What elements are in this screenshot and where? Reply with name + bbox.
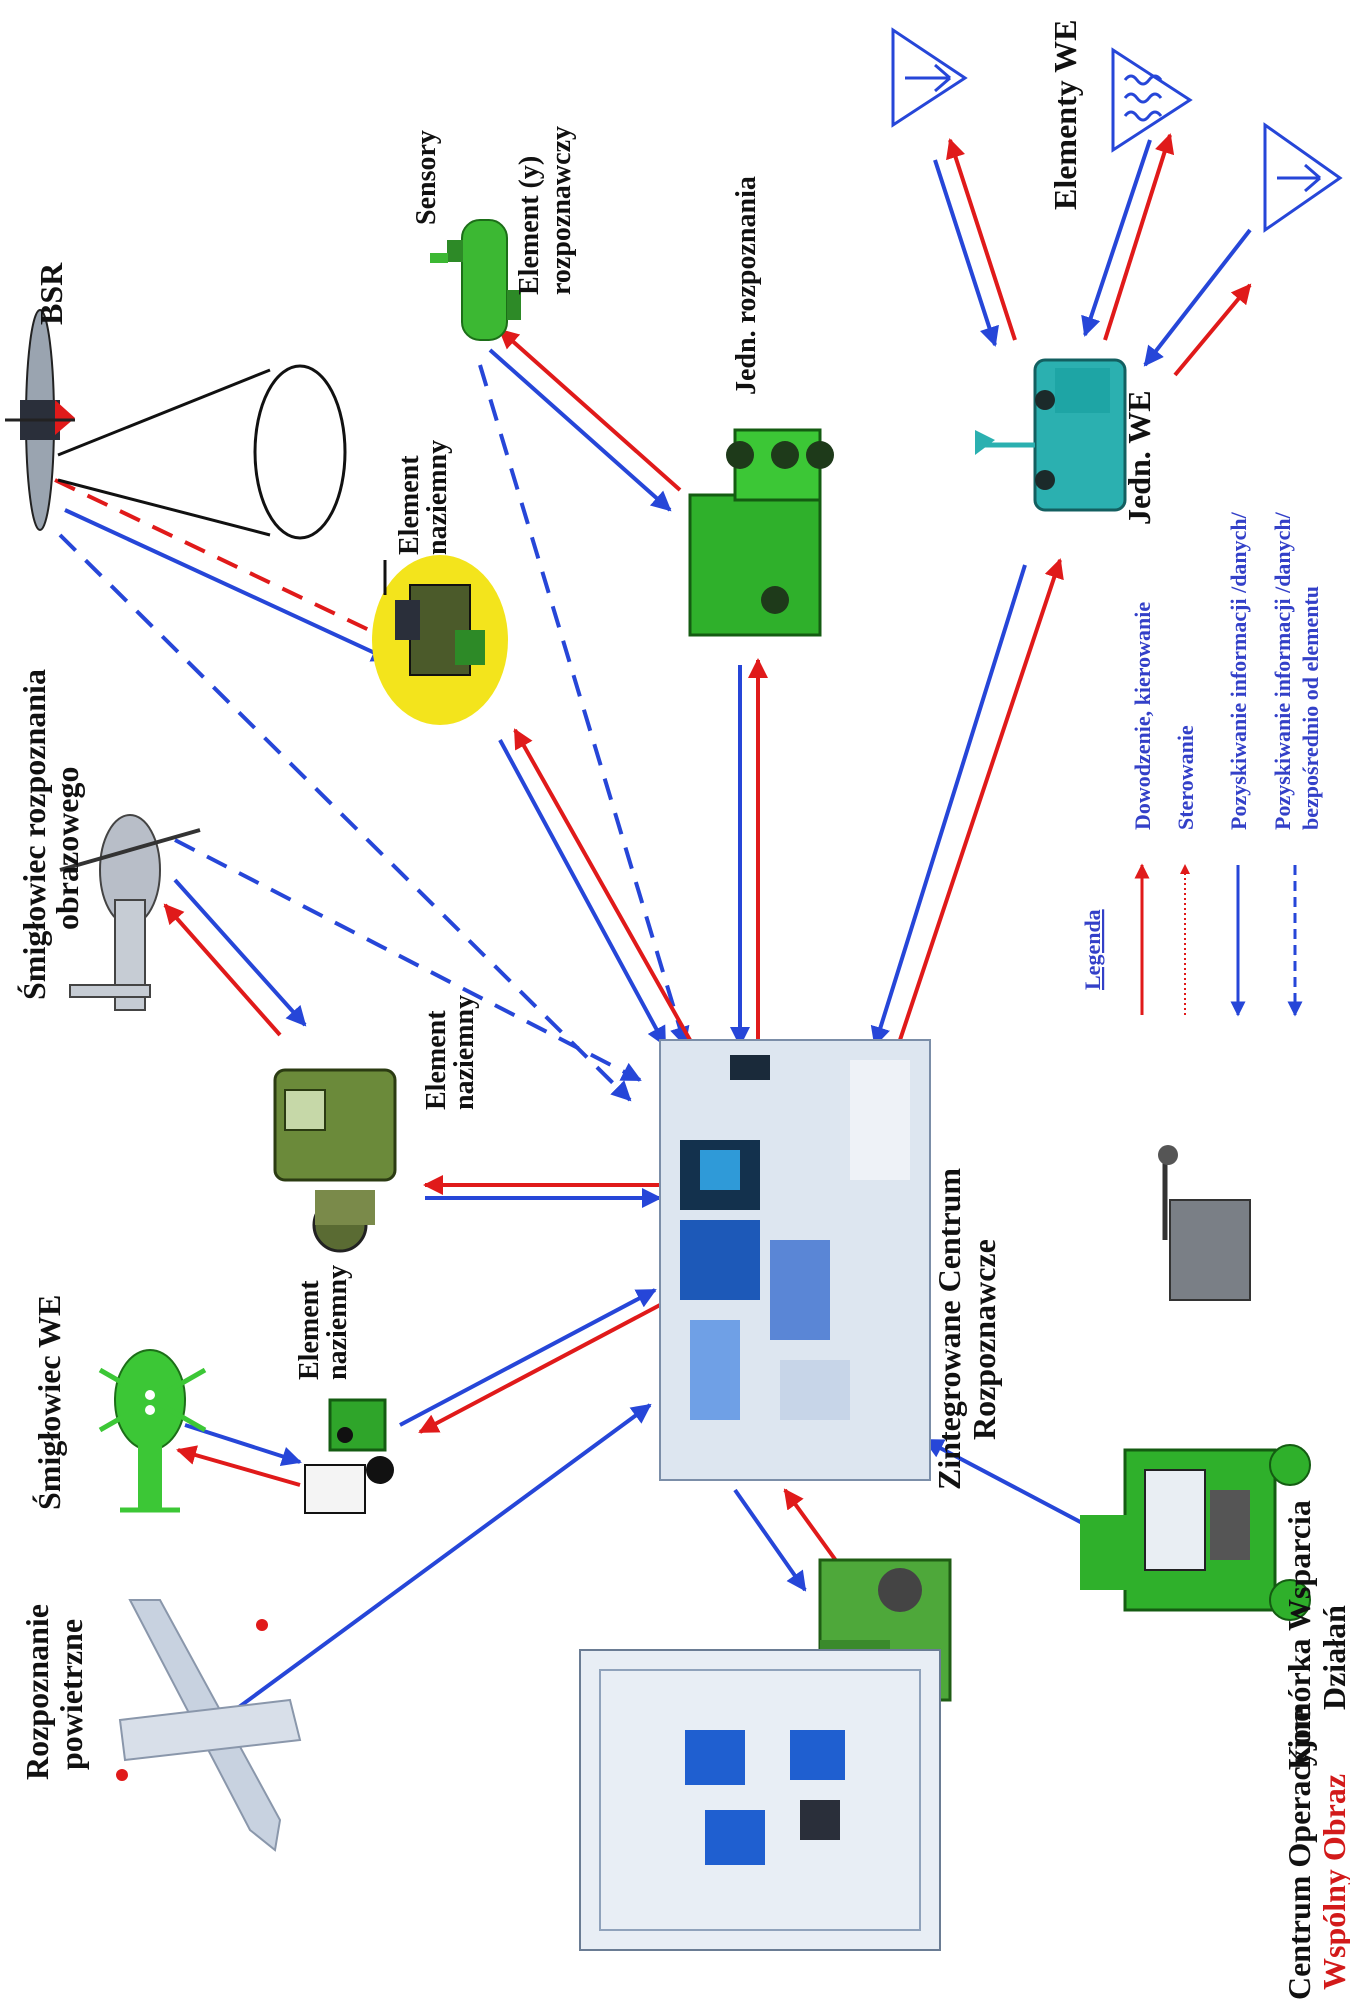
arrow-we-el3-blue (1143, 228, 1252, 367)
legend-item-4-line2: bezpośrednio od elementu (1298, 586, 1323, 830)
arrow-we-el3-red (1173, 283, 1252, 377)
label-ground-c-2: naziemny (322, 1265, 353, 1380)
label-we-elements: Elementy WE (1047, 19, 1083, 210)
arrow-we-el2-blue (1081, 139, 1152, 337)
arrow-heli-ground-blue (173, 878, 307, 1027)
label-ground-c-1: Element (294, 1280, 325, 1380)
ground-element-small-icon (304, 1398, 394, 1514)
arrow-ground-center-blue (498, 739, 667, 1047)
arrow-bsr-ground-blue (64, 508, 392, 662)
label-center-1: Zintegrowane Centrum (931, 1168, 967, 1490)
support-cell-icon (1080, 1145, 1311, 1621)
arrow-heli-ground-red (163, 903, 282, 1037)
label-operations-center-1: Centrum Operacyjne (1281, 1708, 1317, 2000)
recon-unit-truck-icon (688, 428, 834, 637)
arrow-co-center-blue (733, 1488, 807, 1592)
we-elements-icons (891, 27, 1343, 233)
label-heli-recon-2: obrazowego (49, 766, 85, 930)
diagram-labels: BSR Sensory Element (y) rozpoznawczy Jed… (16, 19, 1350, 2000)
recon-aircraft-icon (116, 1599, 302, 1852)
arrow-heli-center (174, 838, 642, 1082)
arrow-sensor-center (478, 364, 690, 1047)
label-recon-unit: Jedn. rozpoznania (731, 176, 762, 395)
legend: Legenda Dowodzenie, kierowanie Sterowani… (1080, 511, 1323, 1017)
arrow-ground-center-red (513, 728, 692, 1041)
legend-title: Legenda (1080, 909, 1105, 990)
arrow-bsr-center (58, 533, 632, 1102)
arrow-ground3-center-red (418, 1303, 661, 1434)
arrow-we-el2-red (1103, 133, 1175, 341)
arrow-ground3-hwe-red (176, 1445, 301, 1487)
arrow-bsr-ground-red (54, 478, 391, 642)
legend-item-1: Dowodzenie, kierowanie (1130, 602, 1155, 830)
we-element-triangle-1-icon (891, 27, 968, 128)
label-ground-b-1: Element (421, 1010, 452, 1110)
we-element-triangle-2-icon (1111, 47, 1193, 153)
label-center-2: Rozpoznawcze (966, 1239, 1002, 1440)
arrow-ground3-center-blue (399, 1288, 657, 1427)
label-ground-b-2: naziemny (449, 995, 480, 1110)
ground-element-highlighted-icon (372, 555, 508, 725)
label-support-cell-2: Działań (1316, 1605, 1350, 1710)
integrated-center-room-icon (659, 1039, 931, 1481)
we-unit-vehicle-icon (975, 358, 1127, 512)
we-element-triangle-3-icon (1263, 122, 1343, 233)
label-air-recon-2: powietrzne (53, 1619, 89, 1770)
arrow-we-el1-red (946, 138, 1017, 341)
ground-element-jeep-icon (273, 1068, 397, 1253)
bsr-aircraft-icon (5, 309, 75, 531)
legend-item-2: Sterowanie (1173, 725, 1198, 830)
connection-arrows (54, 133, 1252, 1712)
legend-item-4: Pozyskiwanie informacji /danych/ (1270, 511, 1295, 830)
sensor-cone (57, 364, 347, 540)
label-element-rozp-2: rozpoznawczy (546, 126, 577, 295)
arrow-air-center (233, 1403, 652, 1712)
arrow-sensor-recon-red (498, 328, 682, 492)
we-helicopter-icon (98, 1349, 207, 1513)
label-support-cell-1: Komórka Wsparcia (1281, 1500, 1317, 1770)
arrow-we-center-blue (870, 564, 1027, 1047)
sensor-vehicle-icon (430, 219, 521, 341)
label-sensory: Sensory (411, 130, 442, 225)
label-bsr: BSR (33, 262, 69, 325)
label-ground-a-1: Element (394, 455, 425, 555)
arrow-we-el1-blue (933, 159, 999, 347)
operations-center-icon (579, 1558, 952, 1951)
label-air-recon-1: Rozpoznanie (19, 1604, 55, 1780)
label-we-helicopter: Śmigłowiec WE (31, 1295, 67, 1510)
arrow-sensor-recon-blue (488, 348, 672, 512)
label-operations-center-2: Wspólny Obraz (1316, 1774, 1350, 1990)
label-element-rozp-1: Element (y) (514, 156, 545, 295)
legend-item-3: Pozyskiwanie informacji /danych/ (1226, 511, 1251, 830)
label-we-unit: Jedn. WE (1121, 390, 1157, 525)
label-heli-recon-1: Śmigłowiec rozpoznania (16, 669, 52, 1000)
arrow-komorka-center (923, 1438, 1107, 1537)
arrow-we-center-red (898, 558, 1064, 1041)
recon-helicopter-icon (59, 814, 201, 1011)
label-ground-a-2: naziemny (422, 440, 453, 555)
